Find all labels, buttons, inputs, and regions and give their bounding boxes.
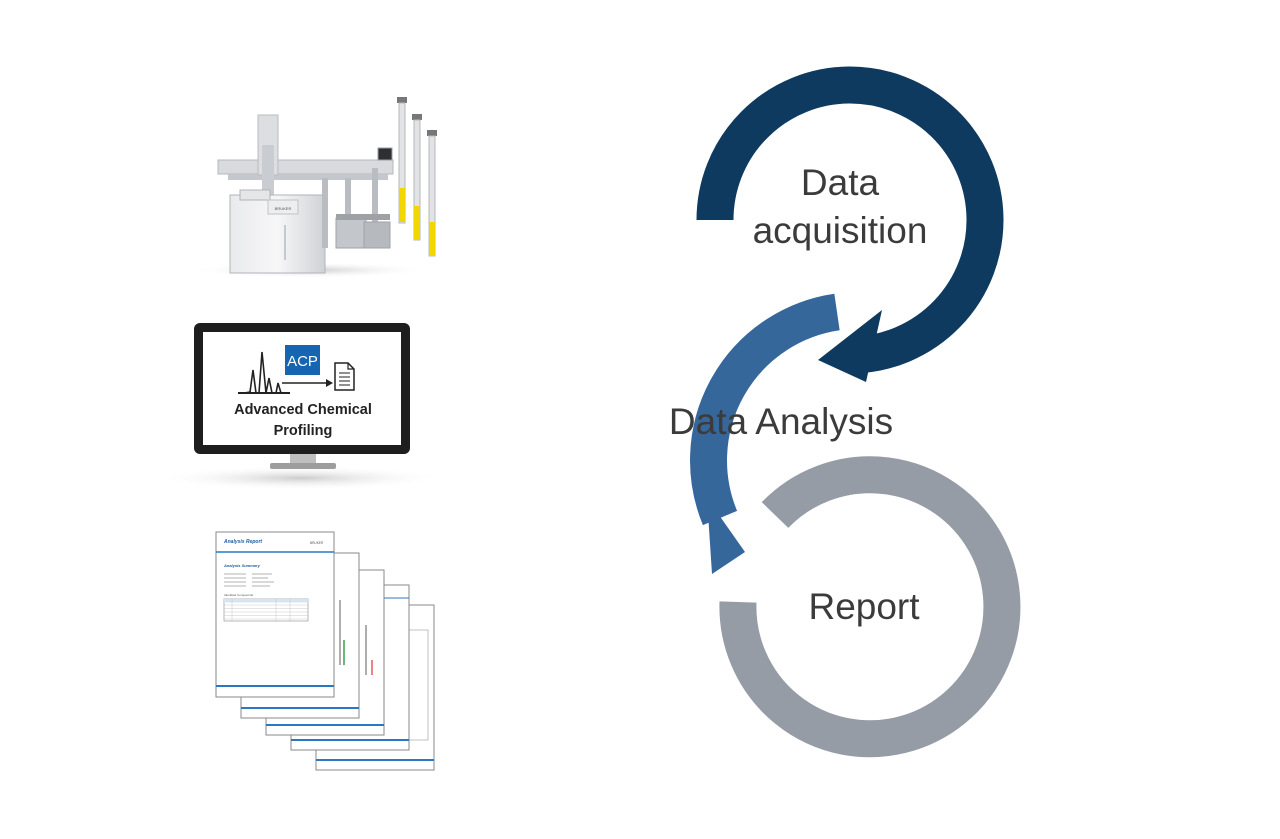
syringe-columns [397,97,437,257]
stage-report-label: Report [808,586,920,627]
report-logo-text: BRUKER [310,541,324,545]
cycle-ring-acquisition [696,66,1004,382]
report-stack-illustration: Analysis Report BRUKER Analysis Summary … [215,531,435,771]
report-page-front: Analysis Report BRUKER Analysis Summary … [215,531,335,698]
stage-acquisition-label-line1: Data [801,162,880,203]
acp-badge [285,345,320,375]
gc-instrument-illustration: BRUKER [190,97,437,278]
report-front-subtitle: Analysis Summary [223,563,261,568]
report-front-title: Analysis Report [223,539,262,545]
monitor-illustration: ACP Advanced Chemical Profiling [155,323,445,490]
report-table [223,598,309,622]
stage-analysis-label: Data Analysis [669,401,893,442]
acp-badge-text: ACP [287,353,318,370]
stage-acquisition-label-line2: acquisition [753,210,928,251]
report-summary-lines [224,573,274,587]
monitor-title-line1: Advanced Chemical [234,402,372,418]
report-section-label: Identified Compounds [224,593,254,597]
cycle-ring-report [719,456,1021,758]
monitor-title-line2: Profiling [274,423,333,439]
instrument-logo-text: BRUKER [275,206,292,211]
chromatogram-icon [238,351,333,394]
document-icon [334,362,355,391]
cycle-ring-analysis [690,293,841,574]
syringe-accent [399,188,405,222]
